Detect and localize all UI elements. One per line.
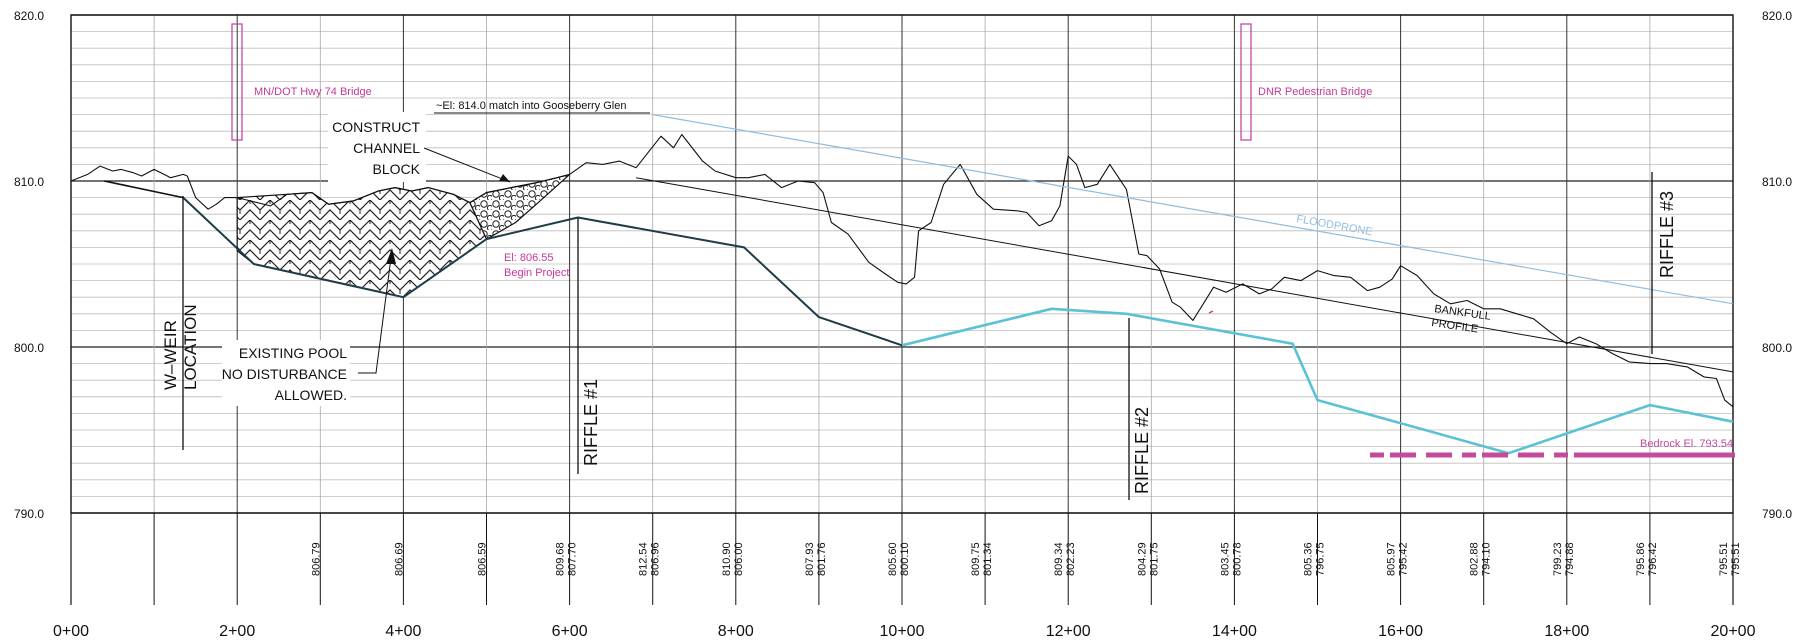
construct-block-line3: BLOCK <box>373 161 421 177</box>
x-tick-label: 0+00 <box>53 623 89 640</box>
station-elevation-label: 794.88 <box>1564 542 1576 576</box>
station-elevation-label: 801.76 <box>816 542 828 576</box>
construct-block-line1: CONSTRUCT <box>332 119 420 135</box>
station-elevation-label: 795.51 <box>1730 542 1742 576</box>
w-weir-line2: LOCATION <box>181 304 200 390</box>
station-elevation-label: 794.10 <box>1481 542 1493 576</box>
station-elevation-label: 806.00 <box>733 542 745 576</box>
y-tick-label-left: 800.0 <box>14 341 44 355</box>
riffle-3-label: RIFFLE #3 <box>1657 191 1677 278</box>
station-elevation-label: 806.79 <box>310 542 322 576</box>
series-old-channel <box>104 180 184 199</box>
series-floodprone <box>652 114 1734 305</box>
station-elevation-label: 800.10 <box>899 542 911 576</box>
station-elevation-label: 796.42 <box>1647 542 1659 576</box>
x-tick-labels: 0+00 2+00 4+00 6+00 8+00 10+00 12+00 14+00 16+00… <box>53 623 1756 640</box>
begin-project-label: Begin Project <box>504 267 569 279</box>
station-elevation-label: 809.75 <box>970 542 982 576</box>
dnr-bridge-symbol <box>1240 23 1252 141</box>
station-elevation-label: 806.96 <box>650 542 662 576</box>
mndot-bridge-label: MN/DOT Hwy 74 Bridge <box>254 86 372 98</box>
w-weir-line1: W–WEIR <box>161 320 180 390</box>
x-tick-label: 14+00 <box>1212 623 1257 640</box>
y-tick-label-right: 810.0 <box>1762 175 1792 189</box>
annotations: MN/DOT Hwy 74 Bridge DNR Pedestrian Brid… <box>161 23 1735 500</box>
station-elevation-label: 800.78 <box>1231 542 1243 576</box>
existing-pool-line1: EXISTING POOL <box>239 345 347 361</box>
x-tick-label: 2+00 <box>219 623 255 640</box>
station-elevation-label: 810.90 <box>721 542 733 576</box>
station-elevation-label: 801.75 <box>1148 542 1160 576</box>
station-elevation-label: 807.93 <box>804 542 816 576</box>
y-tick-label-right: 800.0 <box>1762 341 1792 355</box>
station-elevation-label: 802.88 <box>1469 542 1481 576</box>
station-elevation-label: 809.68 <box>555 542 567 576</box>
station-elevation-label: 805.36 <box>1303 542 1315 576</box>
station-elevation-label: 799.23 <box>1552 542 1564 576</box>
rock-fill <box>469 173 571 240</box>
x-tick-label: 18+00 <box>1544 623 1589 640</box>
bedrock-label: Bedrock El. 793.54 <box>1640 438 1733 450</box>
series-lines <box>70 114 1734 455</box>
station-elevation-label: 806.69 <box>393 542 405 576</box>
station-elevation-label: 802.23 <box>1065 542 1077 576</box>
y-tick-labels: 790.0 790.0 800.0 800.0 810.0 810.0 820.0 820.0 <box>14 9 1792 521</box>
series-bankfull-profile <box>636 177 1734 373</box>
y-tick-label-left: 790.0 <box>14 507 44 521</box>
riffle-1-label: RIFFLE #1 <box>581 379 601 466</box>
mndot-bridge-symbol <box>231 23 243 141</box>
series-existing-ground <box>70 133 1734 408</box>
y-tick-label-left: 820.0 <box>14 9 44 23</box>
begin-project-elevation: El: 806.55 <box>504 252 554 264</box>
series-riffle-profile <box>901 307 1734 455</box>
dnr-bridge-label: DNR Pedestrian Bridge <box>1258 86 1372 98</box>
station-elevation-label: 795.42 <box>1398 542 1410 576</box>
station-elevation-label: 796.75 <box>1315 542 1327 576</box>
series-design-profile <box>182 196 903 347</box>
station-elevation-label: 795.51 <box>1718 542 1730 576</box>
x-tick-label: 16+00 <box>1378 623 1423 640</box>
existing-pool-line3: ALLOWED. <box>275 387 347 403</box>
station-elevation-label: 801.34 <box>982 542 994 576</box>
station-elevation-label: 795.86 <box>1635 542 1647 576</box>
plot-frame <box>70 14 1734 605</box>
station-elevation-label: 804.29 <box>1136 542 1148 576</box>
y-tick-label-left: 810.0 <box>14 175 44 189</box>
x-tick-label: 6+00 <box>552 623 588 640</box>
x-tick-label: 8+00 <box>718 623 754 640</box>
x-tick-label: 10+00 <box>880 623 925 640</box>
station-elevation-label: 805.60 <box>887 542 899 576</box>
existing-pool-line2: NO DISTURBANCE <box>222 366 347 382</box>
station-elevation-label: 809.34 <box>1053 542 1065 576</box>
match-note: ~El: 814.0 match into Gooseberry Glen <box>436 100 626 112</box>
x-tick-label: 4+00 <box>385 623 421 640</box>
station-elevation-label: 812.54 <box>638 542 650 576</box>
station-elevation-label: 806.59 <box>477 542 489 576</box>
construct-block-line2: CHANNEL <box>353 140 420 156</box>
station-elevation-label: 805.97 <box>1386 542 1398 576</box>
x-tick-label: 20+00 <box>1711 623 1756 640</box>
station-elevation-label: 803.45 <box>1219 542 1231 576</box>
riffle-2-label: RIFFLE #2 <box>1132 407 1152 494</box>
y-tick-label-right: 820.0 <box>1762 9 1792 23</box>
station-elevation-label: 807.70 <box>567 542 579 576</box>
y-tick-label-right: 790.0 <box>1762 507 1792 521</box>
x-tick-label: 12+00 <box>1046 623 1091 640</box>
